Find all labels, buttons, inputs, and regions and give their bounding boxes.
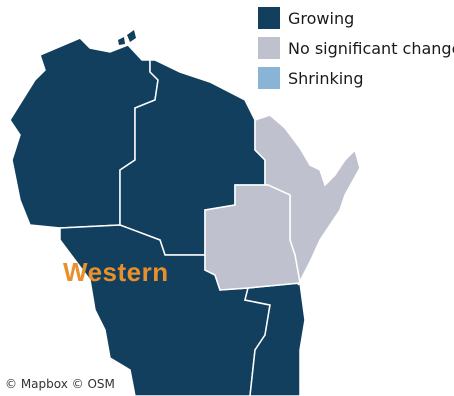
legend-item-growing: Growing bbox=[258, 6, 454, 30]
legend-swatch bbox=[258, 67, 280, 89]
legend: Growing No significant change Shrinking bbox=[258, 6, 454, 90]
region-southeast bbox=[244, 282, 306, 396]
region-fox-valley bbox=[204, 184, 301, 291]
islands bbox=[118, 30, 136, 45]
legend-label: Growing bbox=[288, 8, 355, 28]
legend-swatch bbox=[258, 7, 280, 29]
apostle-island bbox=[118, 37, 125, 45]
no-change-regions bbox=[204, 114, 361, 291]
legend-item-no-change: No significant change bbox=[258, 36, 454, 60]
legend-label: No significant change bbox=[288, 38, 454, 58]
map-attribution[interactable]: © Mapbox © OSM bbox=[5, 377, 115, 391]
region-label-western: Western bbox=[63, 257, 169, 287]
growing-regions bbox=[9, 37, 306, 396]
legend-swatch bbox=[258, 37, 280, 59]
apostle-island bbox=[127, 30, 136, 42]
legend-label: Shrinking bbox=[288, 68, 364, 88]
legend-item-shrinking: Shrinking bbox=[258, 66, 454, 90]
